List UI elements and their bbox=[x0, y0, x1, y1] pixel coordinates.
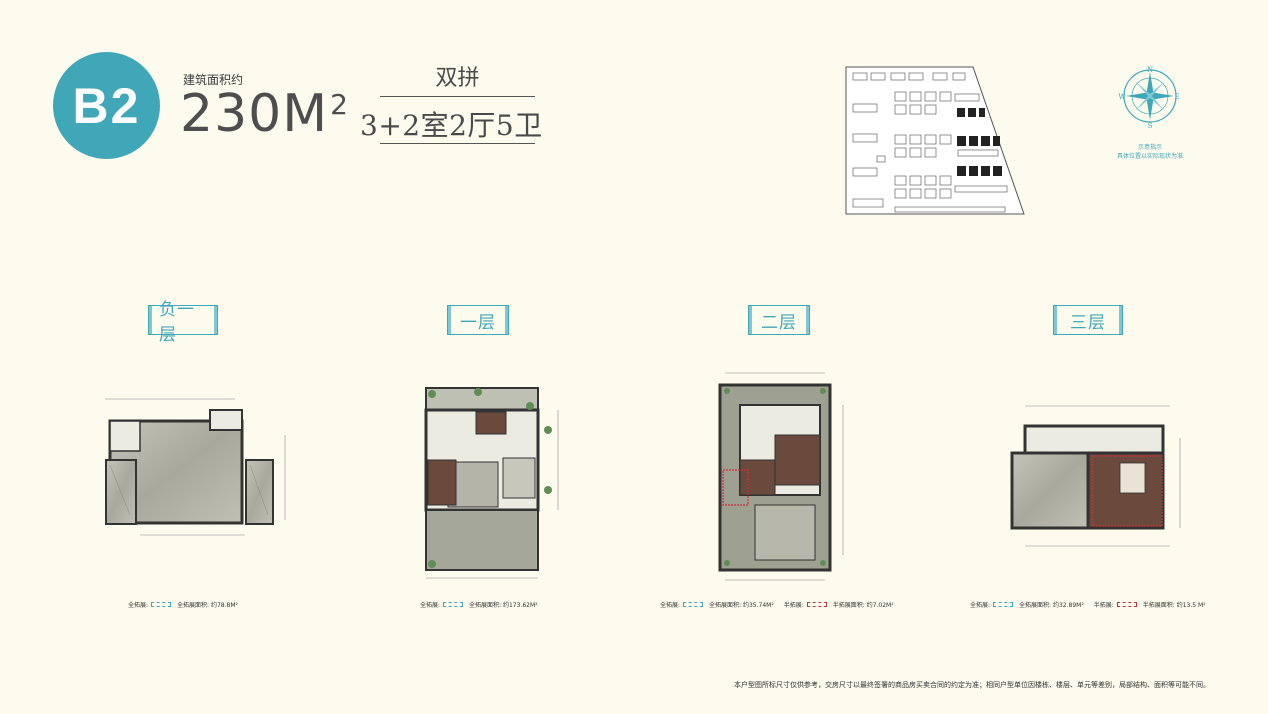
legend-b1-full-area: 全拓展面积: 约78.8M² bbox=[177, 602, 238, 609]
compass-note-line1: 示意指示 bbox=[1137, 144, 1162, 151]
legend-2f-full-label: 全拓展: bbox=[660, 602, 681, 609]
unit-type-name: 双拼 bbox=[435, 66, 480, 91]
site-plan-map bbox=[845, 66, 1025, 215]
legend-2f-full-area: 全拓展面积: 约35.74M² bbox=[709, 602, 774, 609]
floor-plan-3f bbox=[1010, 405, 1181, 547]
floor-plan-1f bbox=[424, 387, 559, 579]
floor-title-b1: 负一层 bbox=[148, 300, 218, 345]
compass-note: 示意指示具体位置以实际现状为准 bbox=[1100, 143, 1200, 161]
legend-2f: 全拓展: 全拓展面积: 约35.74M² 半拓展: 半拓展面积: 约7.02M² bbox=[660, 600, 894, 609]
legend-swatch-teal bbox=[683, 602, 704, 607]
compass-n: N bbox=[1147, 66, 1153, 74]
compass-note-line2: 具体位置以实际现状为准 bbox=[1116, 153, 1183, 160]
compass-e: E bbox=[1174, 93, 1179, 101]
planting-2f bbox=[724, 388, 826, 566]
legend-2f-half-area: 半拓展面积: 约7.02M² bbox=[832, 602, 894, 609]
floor-plan-2f bbox=[718, 372, 844, 581]
floor-plan-b1 bbox=[105, 398, 286, 536]
disclaimer-footnote: 本户型图所标尺寸仅供参考，交房尺寸以最终签署的商品房买卖合同的约定为准；相同户型… bbox=[734, 681, 1210, 689]
legend-1f-full-area: 全拓展面积: 约173.62M² bbox=[469, 602, 538, 609]
site-boundary bbox=[845, 66, 1025, 215]
site-buildings bbox=[852, 72, 1008, 213]
legend-b1-full-label: 全拓展: bbox=[128, 602, 149, 609]
legend-3f-half-label: 半拓展: bbox=[1093, 602, 1114, 609]
unit-badge: B2 bbox=[53, 52, 160, 159]
area-unit-sup: 2 bbox=[330, 88, 349, 121]
area-label: 建筑面积约 bbox=[183, 73, 244, 87]
site-highlight-buildings bbox=[957, 108, 1002, 176]
legend-b1: 全拓展: 全拓展面积: 约78.8M² bbox=[128, 600, 238, 609]
legend-swatch-teal bbox=[993, 602, 1014, 607]
legend-3f-half-area: 半拓展面积: 约13.5 M² bbox=[1142, 602, 1206, 609]
room-configuration: 3+2室2厅5卫 bbox=[360, 109, 543, 142]
area-value: 230M2 bbox=[180, 84, 349, 144]
planting-1f bbox=[428, 388, 552, 568]
legend-1f-full-label: 全拓展: bbox=[420, 602, 441, 609]
floor-title-2f: 二层 bbox=[748, 305, 810, 335]
legend-3f-full-label: 全拓展: bbox=[970, 602, 991, 609]
floor-title-1f: 一层 bbox=[447, 305, 509, 335]
divider-line-bottom bbox=[380, 143, 535, 144]
compass-w: W bbox=[1118, 93, 1126, 101]
legend-3f-full-area: 全拓展面积: 约32.89M² bbox=[1019, 602, 1084, 609]
legend-swatch-teal bbox=[151, 602, 172, 607]
legend-swatch-red bbox=[1116, 602, 1137, 607]
legend-swatch-red bbox=[806, 602, 827, 607]
area-number: 230M bbox=[180, 84, 329, 144]
legend-1f: 全拓展: 全拓展面积: 约173.62M² bbox=[420, 600, 538, 609]
legend-3f: 全拓展: 全拓展面积: 约32.89M² 半拓展: 半拓展面积: 约13.5 M… bbox=[970, 600, 1206, 609]
compass-s: S bbox=[1148, 122, 1153, 130]
legend-swatch-teal bbox=[443, 602, 464, 607]
compass-rose-icon: N S E W bbox=[1118, 66, 1179, 130]
floor-title-3f: 三层 bbox=[1053, 305, 1123, 335]
divider-line-top bbox=[380, 96, 535, 97]
legend-2f-half-label: 半拓展: bbox=[783, 602, 804, 609]
